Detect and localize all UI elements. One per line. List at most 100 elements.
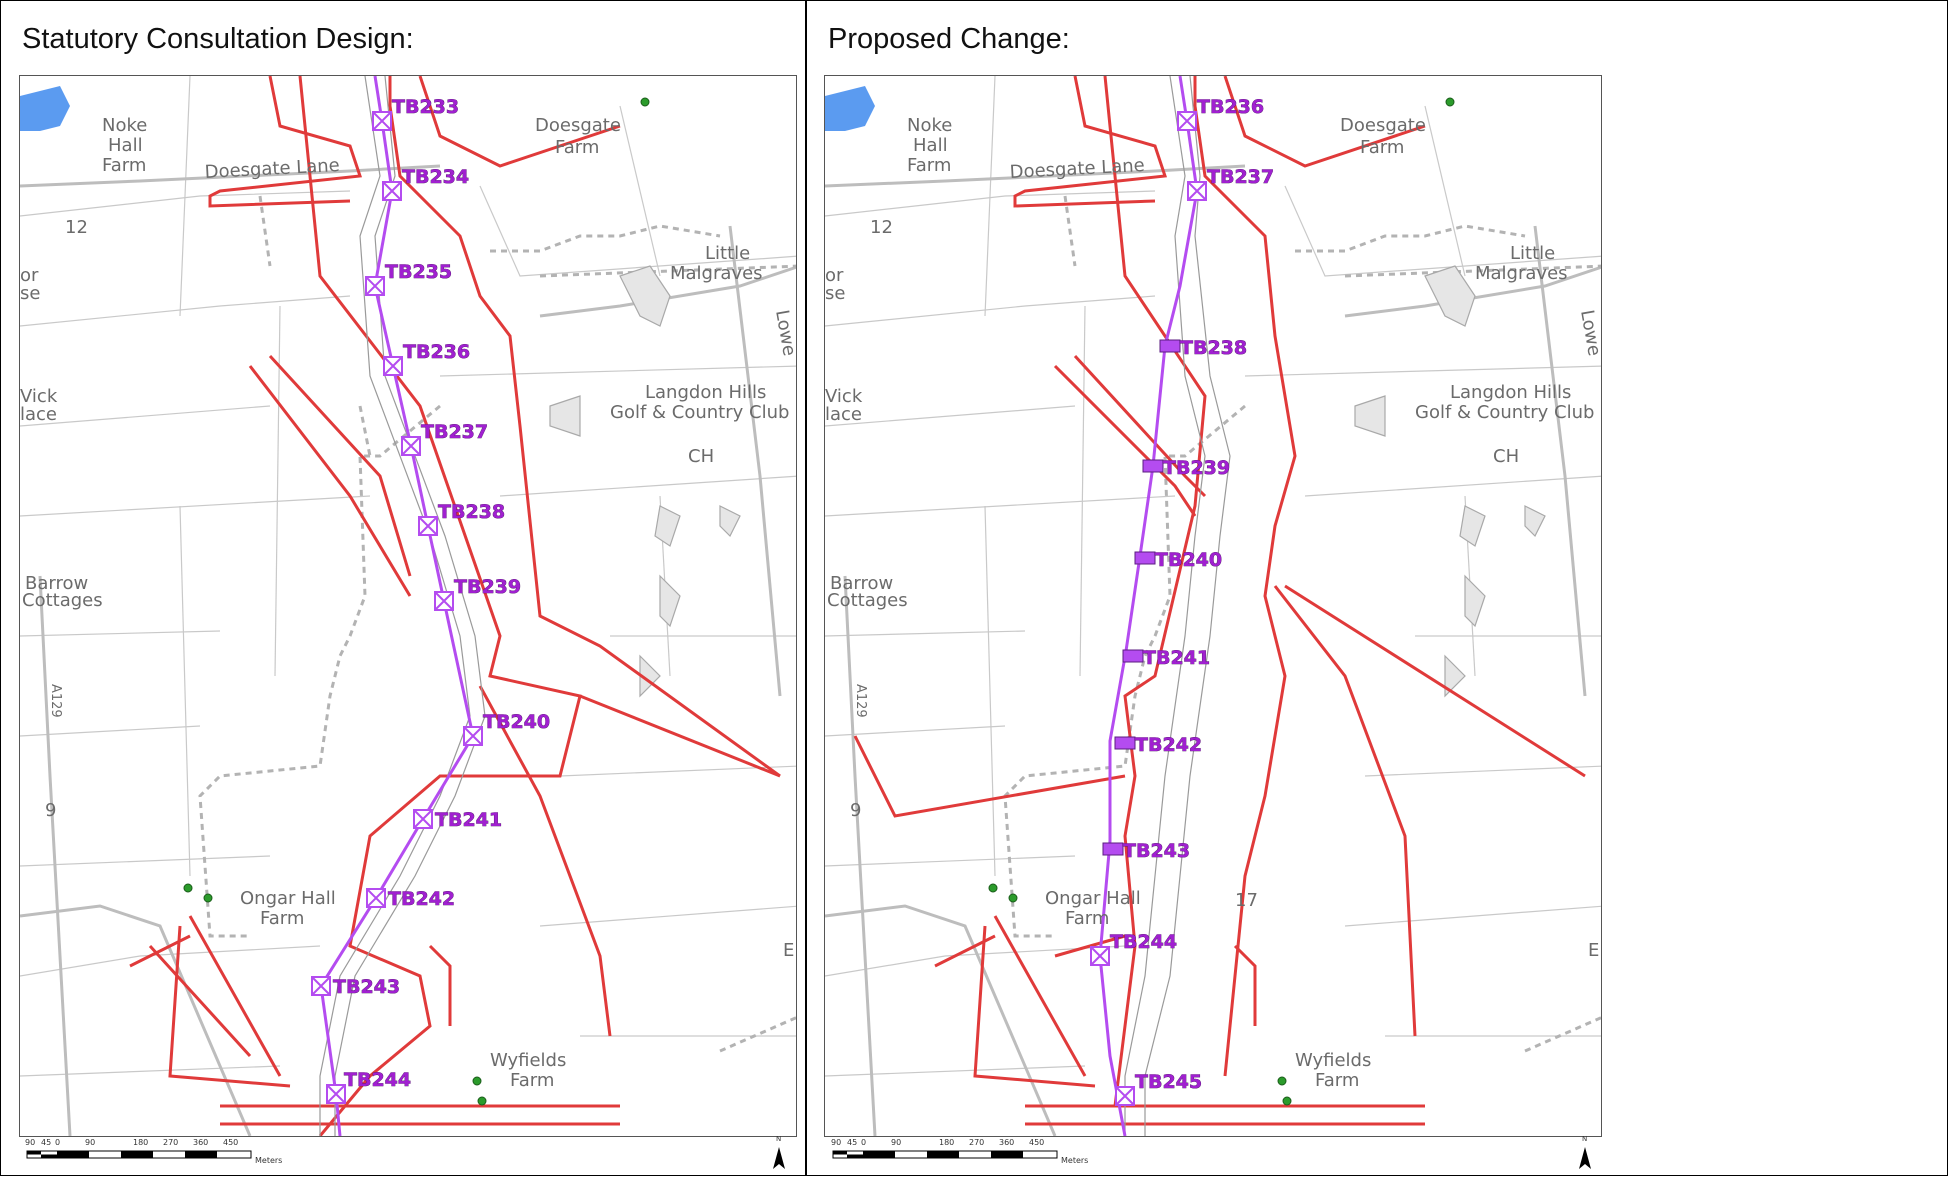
corridor-hatching [319,76,486,1136]
label-vick: Vick [825,386,863,407]
tower-label: TB241 [435,809,502,831]
label-malgraves: Malgraves [670,263,763,284]
panel-proposed-change: Proposed Change: [806,0,1948,1176]
pond [825,86,875,131]
tower-TB243: TB243 [311,976,400,998]
tower-label: TB235 [385,261,452,283]
tower-label: TB240 [1155,549,1222,571]
label-grid-17: 17 [1235,890,1258,911]
label-se: se [825,283,845,304]
label-ch: CH [688,446,714,467]
label-e: E [783,940,794,961]
label-noke-hall: Hall [913,135,948,156]
pond [20,86,70,131]
tower-TB238: TB238 [418,501,505,536]
label-doesgate: Doesgate [1340,115,1426,136]
trees-dots [988,97,1455,1106]
label-grid-9: 9 [850,800,861,821]
order-limits [129,76,781,1136]
scale-unit: Meters [1061,1156,1088,1165]
scale-tick: 270 [969,1138,984,1147]
tower-TB235: TB235 [365,261,452,296]
tower-markers: TB236 TB237 TB238 TB239 [1090,96,1274,1106]
label-golf-club: Golf & Country Club [610,402,789,423]
scale-tick: 90 [25,1138,35,1147]
golf-features [1354,265,1546,698]
label-doesgate-farm: Farm [555,137,599,158]
label-ongar-farm: Farm [260,908,304,929]
label-ongar-hall: Ongar Hall [240,888,336,909]
tower-label: TB233 [392,96,459,118]
label-noke: Noke [102,115,147,136]
label-a129: A129 [48,684,63,718]
panel-title: Statutory Consultation Design: [22,23,414,55]
north-arrow-icon: N [773,1135,785,1169]
tower-TB238: TB238 [1159,337,1247,359]
trees-dots [183,97,650,1106]
scale-bar: 90 45 0 90 180 270 360 450 Meters [831,1138,1088,1165]
tower-label: TB238 [438,501,505,523]
roads [825,164,1601,1136]
tower-TB237: TB237 [1187,166,1274,201]
scale-tick: 45 [847,1138,857,1147]
tower-label: TB238 [1180,337,1247,359]
scale-tick: 360 [999,1138,1014,1147]
tower-label: TB242 [1135,734,1202,756]
scale-bar: 90 45 0 90 180 270 360 450 Meters [25,1138,282,1165]
tower-label: TB242 [388,888,455,910]
tower-label: TB240 [483,711,550,733]
north-arrow-icon: N [1579,1135,1591,1169]
label-lowe: Lowe [1576,308,1601,357]
corridor-hatching [1124,76,1231,1136]
golf-features [549,265,741,698]
map-statutory-consultation[interactable]: Noke Hall Farm Doesgate Lane Doesgate Fa… [19,75,797,1137]
scale-tick: 180 [939,1138,954,1147]
scale-tick: 90 [891,1138,901,1147]
label-lace: lace [825,404,862,425]
tower-markers: TB233 TB234 TB235 TB [311,96,550,1104]
label-ongar-hall: Ongar Hall [1045,888,1141,909]
tower-TB241: TB241 [413,809,502,831]
tower-label: TB237 [1207,166,1274,188]
label-wyfields-farm: Farm [1315,1070,1359,1091]
tower-label: TB241 [1143,647,1210,669]
tower-label: TB243 [333,976,400,998]
map-proposed-change[interactable]: Noke Hall Farm Doesgate Lane Doesgate Fa… [824,75,1602,1137]
label-grid-12: 12 [65,217,88,238]
label-little: Little [705,243,750,264]
scale-tick: 450 [223,1138,238,1147]
label-se: se [20,283,40,304]
panel-title: Proposed Change: [828,23,1070,55]
map-canvas: Noke Hall Farm Doesgate Lane Doesgate Fa… [825,76,1601,1136]
scale-tick: 180 [133,1138,148,1147]
scale-tick: 270 [163,1138,178,1147]
label-golf-club: Golf & Country Club [1415,402,1594,423]
scale-tick: 45 [41,1138,51,1147]
tower-label: TB236 [403,341,470,363]
label-malgraves: Malgraves [1475,263,1568,284]
north-label: N [776,1135,781,1143]
label-wyfields-farm: Farm [510,1070,554,1091]
label-barrow: Barrow [830,573,893,594]
tower-label: TB239 [1163,457,1230,479]
tower-label: TB245 [1135,1071,1202,1093]
label-grid-9: 9 [45,800,56,821]
field-boundaries [20,76,796,1077]
tower-TB236: TB236 [383,341,470,376]
label-grid-12: 12 [870,217,893,238]
label-noke-farm: Farm [102,155,146,176]
label-e: E [1588,940,1599,961]
tower-TB234: TB234 [382,166,469,201]
tower-TB240: TB240 [1134,549,1222,571]
label-doesgate: Doesgate [535,115,621,136]
tower-TB236: TB236 [1177,96,1264,131]
tower-TB239: TB239 [434,576,521,611]
map-canvas: Noke Hall Farm Doesgate Lane Doesgate Fa… [20,76,796,1136]
label-doesgate-lane: Doesgate Lane [1009,155,1145,183]
route-line [319,76,475,1136]
label-langdon-hills: Langdon Hills [645,382,766,403]
label-wyfields: Wyfields [490,1050,566,1071]
panel-statutory-consultation: Statutory Consultation Design: [0,0,806,1176]
scale-unit: Meters [255,1156,282,1165]
scale-tick: 90 [85,1138,95,1147]
